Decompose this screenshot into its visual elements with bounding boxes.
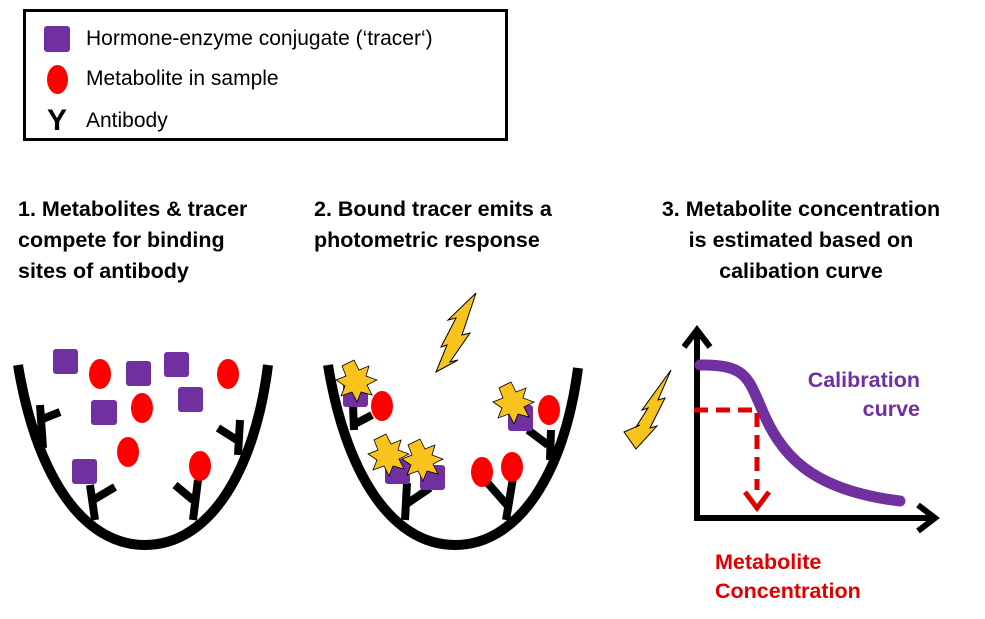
calibration-graph <box>681 325 940 534</box>
y-axis-arrowhead <box>681 325 713 349</box>
well-2-wall <box>323 364 583 551</box>
legend-item-metabolite: Metabolite in sample <box>42 62 279 96</box>
antibody-icon <box>401 482 433 521</box>
antibody-icon <box>481 477 517 521</box>
antibody-icon <box>215 419 244 456</box>
metabolite-oval <box>189 451 211 481</box>
metabolite-oval <box>471 457 493 487</box>
well-1 <box>13 349 273 551</box>
tracer-square <box>91 400 117 425</box>
tracer-square <box>53 349 78 374</box>
metabolite-oval <box>131 393 153 423</box>
antibody-icon <box>36 404 62 449</box>
readout-dashed-horizontal <box>694 407 760 490</box>
antibody-y-icon: Y <box>46 104 67 137</box>
x-axis-label: Metabolite Concentration <box>715 550 861 603</box>
legend-item-tracer: Hormone-enzyme conjugate (‘tracer‘) <box>42 22 433 56</box>
tracer-square <box>72 459 97 484</box>
tracer-square-icon <box>44 26 70 52</box>
antibody-icon <box>349 404 374 431</box>
tracer-square <box>164 352 189 377</box>
legend-label-tracer: Hormone-enzyme conjugate (‘tracer‘) <box>86 27 433 50</box>
light-burst-icon <box>335 359 379 403</box>
well-1-wall <box>13 364 273 551</box>
x-axis-arrowhead <box>916 502 940 534</box>
lightning-bolt-icon <box>435 292 477 374</box>
legend-item-antibody: Y Antibody <box>42 104 168 138</box>
metabolite-oval <box>501 452 523 482</box>
light-burst-icon <box>492 381 536 425</box>
tracer-square <box>126 361 151 386</box>
step-2-caption: 2. Bound tracer emits a photometric resp… <box>314 197 552 252</box>
metabolite-oval <box>217 359 239 389</box>
legend-label-antibody: Antibody <box>86 109 168 132</box>
readout-arrowhead <box>743 490 771 513</box>
metabolite-oval <box>89 359 111 389</box>
light-burst-icon <box>401 438 445 482</box>
step-3-caption: 3. Metabolite concentration is estimated… <box>661 197 941 283</box>
metabolite-oval <box>371 391 393 421</box>
metabolite-oval <box>117 437 139 467</box>
calibration-curve <box>694 359 906 507</box>
step-1-caption: 1. Metabolites & tracer compete for bind… <box>18 197 248 283</box>
antibody-icon <box>172 479 202 521</box>
legend-label-metabolite: Metabolite in sample <box>86 67 279 90</box>
lightning-bolt-icon <box>623 369 672 450</box>
legend-box: Hormone-enzyme conjugate (‘tracer‘) Meta… <box>23 9 508 141</box>
well-2 <box>323 292 583 551</box>
antibody-icon <box>525 426 555 461</box>
metabolite-oval-icon <box>46 64 68 94</box>
tracer-square <box>178 387 203 412</box>
light-burst-icon <box>367 433 411 477</box>
antibody-icon <box>86 483 118 521</box>
metabolite-oval <box>538 395 560 425</box>
calibration-curve-label: Calibration curve <box>807 368 920 421</box>
